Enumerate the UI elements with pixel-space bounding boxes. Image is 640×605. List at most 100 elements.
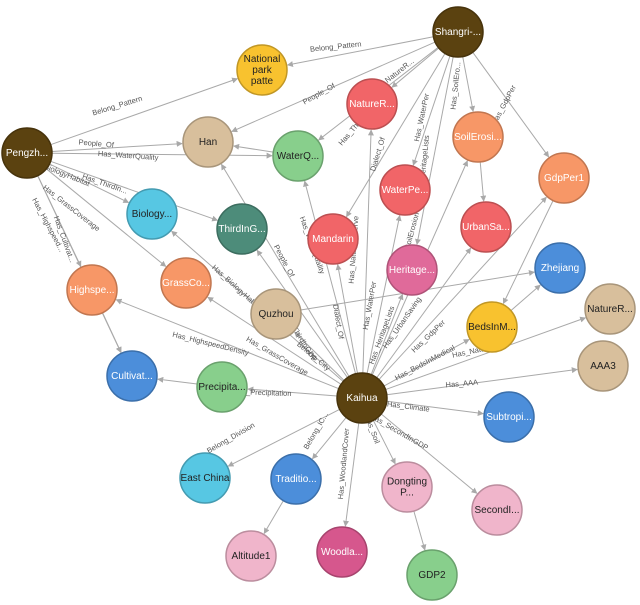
edge-kaihua-woodla [343, 422, 360, 527]
node-label: GDP2 [418, 570, 446, 581]
node-circle[interactable] [179, 452, 231, 504]
node-circle[interactable] [182, 116, 234, 168]
node-label: WaterPe... [382, 185, 429, 196]
edge-kaihua-secondi [380, 413, 478, 494]
edge-kaihua-dongting [372, 420, 396, 465]
node-label: Shangri-... [435, 27, 481, 38]
node-circle[interactable] [466, 301, 518, 353]
node-highspe[interactable]: Highspe... [66, 264, 118, 316]
edge-kaihua-quzhou [294, 331, 345, 381]
edge-dongting-gdp2 [413, 510, 427, 551]
node-circle[interactable] [307, 213, 359, 265]
node-circle[interactable] [316, 526, 368, 578]
node-circle[interactable] [160, 257, 212, 309]
node-circle[interactable] [538, 152, 590, 204]
node-circle[interactable] [386, 244, 438, 296]
node-circle[interactable] [336, 372, 388, 424]
node-gdpper1[interactable]: GdpPer1 [538, 152, 590, 204]
edge-kaihua-thirdin [256, 249, 348, 378]
node-thirdin[interactable]: ThirdInG... [216, 203, 268, 255]
node-circle[interactable] [106, 350, 158, 402]
node-waterq[interactable]: WaterQ... [272, 130, 324, 182]
node-circle[interactable] [272, 130, 324, 182]
node-label: Biology... [132, 209, 172, 220]
edge-label: Has_Precipitation [233, 387, 292, 398]
node-circle[interactable] [471, 484, 523, 536]
node-zhejiang[interactable]: Zhejiang [534, 242, 586, 294]
edge-label: Belong_Division [205, 420, 256, 455]
node-pengzh[interactable]: Pengzh... [1, 127, 53, 179]
node-han[interactable]: Han [182, 116, 234, 168]
edge-kaihua-grassco [207, 296, 342, 385]
edge-kaihua-traditio [312, 417, 347, 460]
node-circle[interactable] [534, 242, 586, 294]
node-woodla[interactable]: Woodla... [316, 526, 368, 578]
node-circle[interactable] [1, 127, 53, 179]
node-waterpe[interactable]: WaterPe... [379, 164, 431, 216]
edge-precipita-cultivat [157, 376, 198, 385]
node-circle[interactable] [406, 549, 458, 601]
node-naturer2[interactable]: NatureR... [584, 283, 636, 335]
node-circle[interactable] [66, 264, 118, 316]
node-circle[interactable] [216, 203, 268, 255]
node-circle[interactable] [236, 44, 288, 96]
edge-kaihua-waterq [303, 180, 357, 374]
node-quzhou[interactable]: Quzhou [250, 288, 302, 340]
node-traditio[interactable]: Traditio... [270, 453, 322, 505]
node-circle[interactable] [483, 391, 535, 443]
node-kaihua[interactable]: Kaihua [336, 372, 388, 424]
edge-shangri-waterpe [412, 55, 451, 166]
node-heritage[interactable]: Heritage... [386, 244, 438, 296]
edge-kaihua-aaa3 [386, 367, 578, 396]
node-aaa3[interactable]: AAA3 [577, 340, 629, 392]
node-mandarin[interactable]: Mandarin [307, 213, 359, 265]
node-label: Mandarin [312, 234, 354, 245]
edge-label: Belong_IC... [302, 411, 330, 451]
node-circle[interactable] [432, 6, 484, 58]
node-naturer1[interactable]: NatureR... [346, 78, 398, 130]
edge-kaihua-mandarin [335, 263, 359, 374]
edge-gdpper1-bedsinm [502, 200, 554, 305]
node-label: Traditio... [275, 474, 316, 485]
edge-label: Dialect_Of [331, 304, 346, 341]
node-subtropi[interactable]: Subtropi... [483, 391, 535, 443]
edge-pengzh-thirdin [50, 160, 219, 222]
edge-label: Has_HighspeedDensity [171, 330, 249, 358]
node-label: Subtropi... [486, 412, 532, 423]
node-shangri[interactable]: Shangri-... [432, 6, 484, 58]
node-circle[interactable] [379, 164, 431, 216]
node-label: UrbanSa... [462, 222, 510, 233]
node-circle[interactable] [346, 78, 398, 130]
edge-pengzh-national [50, 77, 239, 146]
node-biology[interactable]: Biology... [126, 188, 178, 240]
node-circle[interactable] [126, 188, 178, 240]
node-precipita[interactable]: Precipita... [196, 361, 248, 413]
node-grassco[interactable]: GrassCo... [160, 257, 212, 309]
node-eastchina[interactable]: East China [179, 452, 231, 504]
edge-kaihua-heritage [370, 293, 404, 375]
node-circle[interactable] [225, 530, 277, 582]
node-label: East China [181, 473, 230, 484]
node-label: Pengzh... [6, 148, 48, 159]
node-bedsinm[interactable]: BedsInM... [466, 301, 518, 353]
node-urbansa[interactable]: UrbanSa... [460, 201, 512, 253]
node-circle[interactable] [452, 111, 504, 163]
node-circle[interactable] [584, 283, 636, 335]
node-circle[interactable] [196, 361, 248, 413]
node-secondi[interactable]: SecondI... [471, 484, 523, 536]
node-altitude1[interactable]: Altitude1 [225, 530, 277, 582]
node-cultivat[interactable]: Cultivat... [106, 350, 158, 402]
node-circle[interactable] [460, 201, 512, 253]
node-gdp2[interactable]: GDP2 [406, 549, 458, 601]
node-circle[interactable] [577, 340, 629, 392]
node-circle[interactable] [381, 461, 433, 513]
node-circle[interactable] [250, 288, 302, 340]
node-circle[interactable] [270, 453, 322, 505]
edge-kaihua-gdpper1 [378, 196, 547, 380]
node-soilerosi[interactable]: SoilErosi... [452, 111, 504, 163]
node-label: Han [199, 137, 217, 148]
